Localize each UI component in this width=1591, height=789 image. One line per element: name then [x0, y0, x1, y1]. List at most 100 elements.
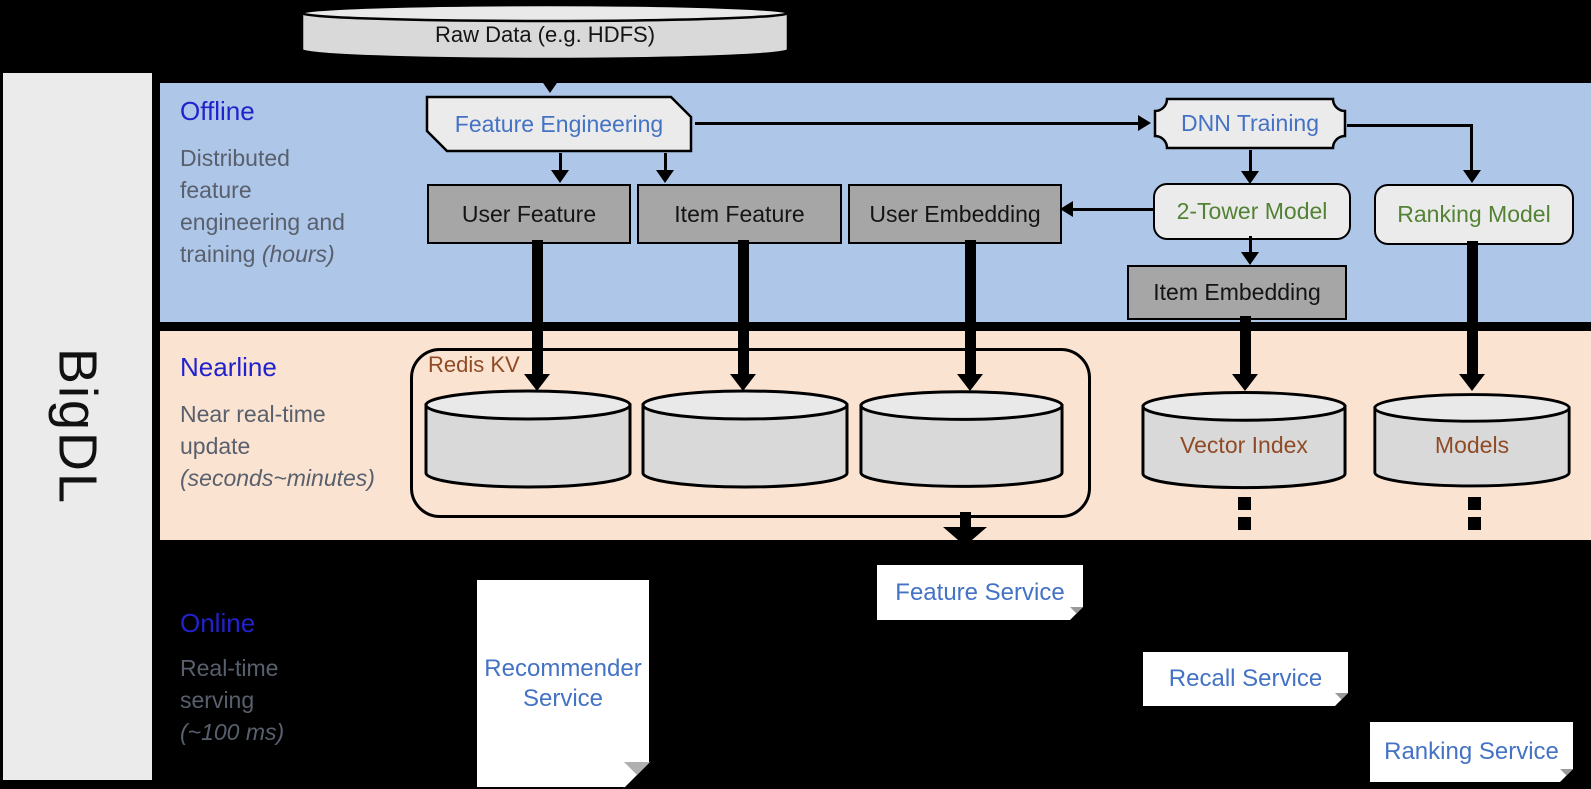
recall-service-label: Recall Service [1168, 665, 1323, 692]
user-feature-label: User Feature [461, 200, 597, 227]
online-desc-line1: Real-time [180, 655, 279, 681]
thick-arrowhead-itemembedding-to-vectorindex [1232, 374, 1258, 391]
nearline-title: Nearline [180, 352, 277, 382]
user-embedding-node: User Embedding [848, 184, 1062, 244]
thick-arrow-userfeature-to-store [532, 240, 543, 374]
arrow-dnn-to-rankingmodel-v [1470, 124, 1473, 172]
arrow-fe-to-dnn [695, 122, 1140, 125]
redis-kv-container [410, 348, 1091, 518]
models-label: Models [1434, 432, 1510, 458]
arrowhead-fe-to-dnn [1138, 115, 1151, 131]
cylinder-shape [424, 389, 632, 489]
thick-arrow-itemembedding-to-vectorindex [1240, 316, 1251, 374]
dashed-connector-models-2 [1468, 517, 1481, 530]
cylinder-shape [1373, 393, 1571, 488]
arrow-twotower-to-userembedding [1072, 208, 1153, 211]
dnn-training-node: DNN Training [1153, 97, 1347, 150]
arrow-fe-to-userfeature [559, 153, 562, 172]
dashed-connector-models-1 [1468, 497, 1481, 510]
online-description: Real-time serving (~100 ms) [180, 652, 284, 748]
recommender-service-label-line2: Service [522, 684, 604, 712]
kv-cylinder-3 [858, 388, 1065, 500]
feature-service-label: Feature Service [895, 578, 1065, 606]
item-embedding-label: Item Embedding [1153, 279, 1321, 305]
dnn-training-label: DNN Training [1180, 110, 1320, 136]
arrowhead-dnn-to-twotower [1241, 171, 1259, 184]
offline-desc-line1: Distributed [180, 145, 290, 171]
cylinder-shape [1141, 391, 1347, 490]
document-fold-icon [624, 762, 651, 789]
ranking-model-node: Ranking Model [1374, 184, 1574, 245]
recommender-service-node: Recommender Service [475, 578, 651, 789]
offline-desc-line4: training (hours) [180, 238, 345, 270]
feature-engineering-label: Feature Engineering [454, 110, 664, 137]
arrow-fe-to-itemfeature [664, 153, 667, 172]
arrow-dnn-to-rankingmodel-h [1347, 124, 1473, 127]
kv-cylinder-1 [423, 388, 633, 500]
cylinder-shape [300, 3, 790, 61]
plaque-shape [1153, 97, 1347, 150]
online-title: Online [180, 608, 256, 638]
ranking-service-label: Ranking Service [1384, 738, 1559, 765]
offline-description: Distributed feature engineering and trai… [180, 142, 345, 270]
ranking-service-node: Ranking Service [1370, 722, 1573, 782]
arrowhead-rawdata-to-fe [541, 80, 559, 93]
thick-arrow-itemfeature-to-store [738, 240, 749, 374]
offline-desc-line3: engineering and [180, 209, 345, 235]
arrowhead-fe-to-userfeature [551, 170, 569, 183]
user-embedding-label: User Embedding [869, 200, 1041, 227]
arrowhead-fe-to-itemfeature [656, 170, 674, 183]
vector-index-label: Vector Index [1180, 432, 1308, 458]
thick-arrowhead-userembedding-to-store [957, 374, 983, 391]
thick-arrowhead-itemfeature-to-store [730, 374, 756, 391]
offline-desc-line4-italic: (hours) [261, 241, 335, 267]
recall-service-node: Recall Service [1143, 652, 1348, 706]
feature-service-node: Feature Service [877, 565, 1083, 620]
bigdl-label: BigDL [47, 347, 108, 506]
dashed-connector-vectorindex-1 [1238, 497, 1251, 510]
dashed-connector-vectorindex-2 [1238, 517, 1251, 530]
nearline-description: Near real-time update (seconds~minutes) [180, 398, 375, 494]
arrowhead-twotower-to-itemembedding [1241, 252, 1259, 265]
thick-arrowhead-rediskv-to-featureservice [943, 527, 987, 546]
nearline-desc-line3: (seconds~minutes) [180, 465, 375, 491]
redis-kv-label: Redis KV [428, 352, 520, 377]
item-embedding-node: Item Embedding [1127, 265, 1347, 320]
arrowhead-dnn-to-rankingmodel [1463, 170, 1481, 183]
cylinder-shape [641, 389, 849, 489]
arrow-dnn-to-twotower [1249, 150, 1252, 173]
bigdl-sidebar: BigDL [3, 73, 152, 780]
raw-data-label: Raw Data (e.g. HDFS) [434, 22, 656, 47]
offline-title: Offline [180, 96, 255, 126]
thick-arrow-rankingmodel-to-models [1467, 241, 1478, 374]
thick-arrowhead-rankingmodel-to-models [1459, 374, 1485, 391]
offline-desc-line2: feature [180, 177, 252, 203]
online-desc-line2: serving [180, 687, 255, 713]
kv-cylinder-2 [640, 388, 850, 500]
arrowhead-twotower-to-userembedding [1060, 201, 1073, 217]
offline-desc-line4-text: training [180, 241, 262, 267]
document-fold-icon [1335, 693, 1348, 706]
cylinder-shape [859, 390, 1064, 488]
ranking-model-label: Ranking Model [1397, 201, 1551, 227]
item-feature-node: Item Feature [637, 184, 842, 244]
online-desc-line3: (~100 ms) [180, 719, 285, 745]
feature-engineering-node: Feature Engineering [425, 95, 693, 153]
arrow-twotower-to-itemembedding [1249, 236, 1252, 254]
thick-arrowhead-userfeature-to-store [524, 374, 550, 391]
snip-corner-shape [425, 95, 693, 153]
two-tower-model-node: 2-Tower Model [1153, 183, 1351, 240]
models-node: Models [1372, 390, 1572, 500]
nearline-desc-line1: Near real-time [180, 401, 326, 427]
nearline-desc-line2: update [180, 433, 251, 459]
thick-arrow-rediskv-to-featureservice [960, 512, 971, 528]
raw-data-cylinder: Raw Data (e.g. HDFS) [300, 3, 790, 63]
recommender-service-label-line1: Recommender [484, 654, 642, 682]
two-tower-model-label: 2-Tower Model [1176, 198, 1328, 224]
document-fold-icon [1070, 607, 1083, 620]
vector-index-node: Vector Index [1140, 390, 1348, 500]
document-fold-icon [1560, 769, 1573, 782]
user-feature-node: User Feature [427, 184, 631, 244]
thick-arrow-userembedding-to-store [965, 240, 976, 374]
item-feature-label: Item Feature [674, 200, 805, 227]
